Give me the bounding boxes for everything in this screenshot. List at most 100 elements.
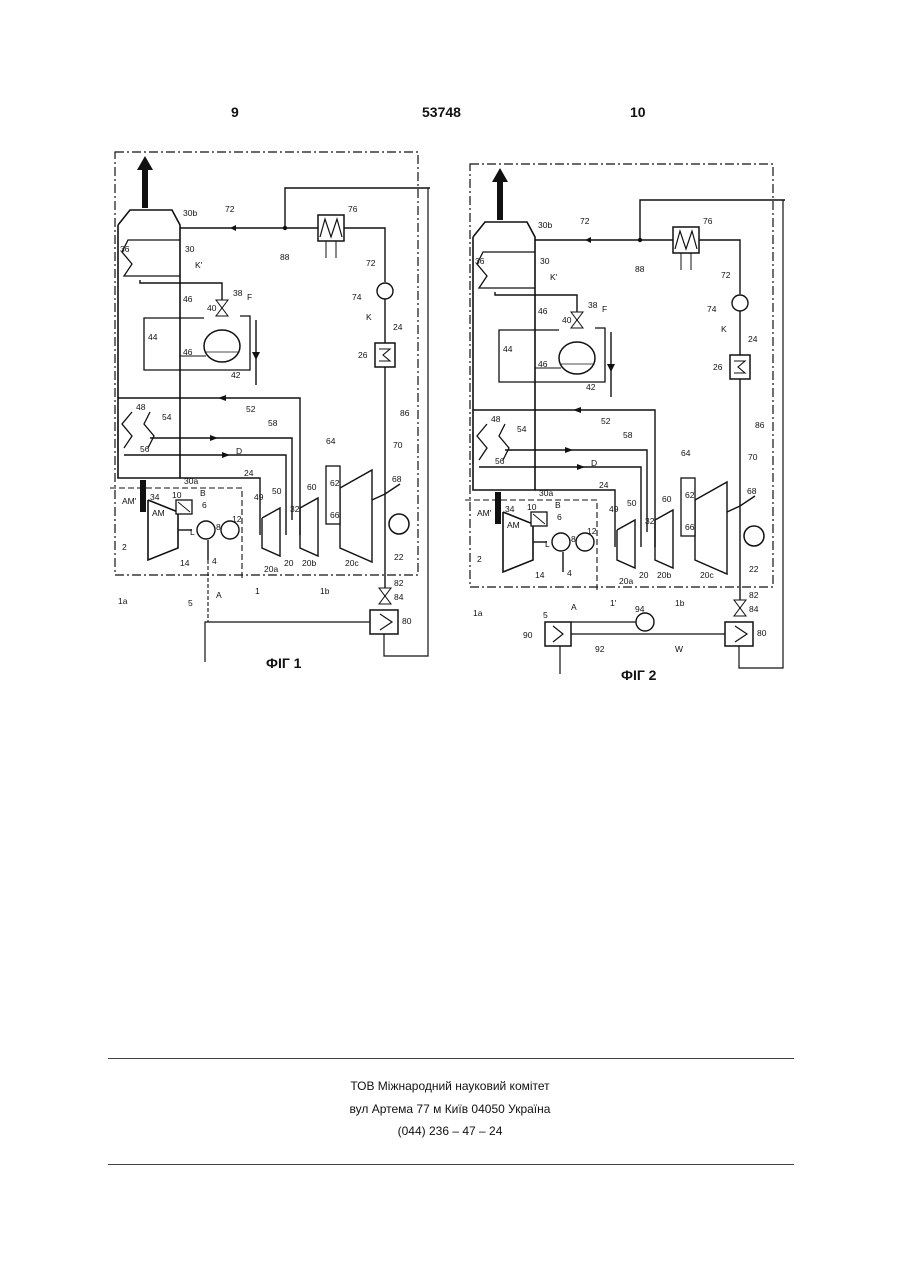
heater-coil-48 — [477, 424, 487, 460]
label-A: A — [216, 590, 222, 600]
label-64: 64 — [681, 448, 691, 458]
label-K: K — [366, 312, 372, 322]
label-K: K — [721, 324, 727, 334]
label-34: 34 — [150, 492, 160, 502]
label-4: 4 — [567, 568, 572, 578]
flow-arrow-icon — [565, 447, 573, 453]
valve-82-icon — [379, 588, 391, 596]
label-D: D — [591, 458, 597, 468]
label-10: 10 — [172, 490, 182, 500]
label-42: 42 — [231, 370, 241, 380]
exhaust-arrow-icon — [492, 168, 508, 182]
label-A: A — [571, 602, 577, 612]
label-12: 12 — [587, 526, 597, 536]
label-1a: 1a — [118, 596, 128, 606]
label-46b: 46 — [183, 347, 193, 357]
drum-42-icon — [204, 330, 240, 362]
footer-rule-bottom — [108, 1164, 794, 1165]
label-36: 36 — [475, 256, 485, 266]
label-20a: 20a — [619, 576, 633, 586]
label-24b: 24 — [599, 480, 609, 490]
label-52: 52 — [601, 416, 611, 426]
line-72-right — [344, 228, 385, 282]
label-20c: 20c — [700, 570, 714, 580]
turbine-20a — [617, 520, 635, 568]
label-24a: 24 — [748, 334, 758, 344]
branch-line-88 — [640, 200, 785, 240]
label-72a: 72 — [580, 216, 590, 226]
label-52: 52 — [246, 404, 256, 414]
label-46a: 46 — [183, 294, 193, 304]
label-36: 36 — [120, 244, 130, 254]
label-D: D — [236, 446, 242, 456]
label-76: 76 — [703, 216, 713, 226]
label-30a: 30a — [184, 476, 198, 486]
label-20b: 20b — [302, 558, 316, 568]
label-60: 60 — [662, 494, 672, 504]
label-62: 62 — [330, 478, 340, 488]
drum-42-icon — [559, 342, 595, 374]
pump-74-icon — [377, 283, 393, 299]
label-W: W — [675, 644, 683, 654]
label-54: 54 — [162, 412, 172, 422]
label-49: 49 — [609, 504, 619, 514]
label-72b: 72 — [366, 258, 376, 268]
figures-drawing: 30b7276363088K'7238F744046K2444264642485… — [0, 0, 900, 700]
label-30a: 30a — [539, 488, 553, 498]
label-1b: 1b — [320, 586, 330, 596]
label-80: 80 — [402, 616, 412, 626]
label-24a: 24 — [393, 322, 403, 332]
exchanger-outlet — [384, 634, 398, 656]
label-42: 42 — [586, 382, 596, 392]
label-AM: AM — [152, 508, 165, 518]
label-26: 26 — [713, 362, 723, 372]
label-88: 88 — [635, 264, 645, 274]
heat-exchanger-80 — [725, 622, 753, 646]
label-6: 6 — [557, 512, 562, 522]
label-1p: 1' — [610, 598, 617, 608]
duct-34 — [140, 480, 146, 512]
label-8: 8 — [571, 534, 576, 544]
valve-38-icon — [216, 308, 228, 316]
pump-94-icon — [636, 613, 654, 631]
line-68 — [727, 496, 755, 512]
label-94: 94 — [635, 604, 645, 614]
heat-exchanger-90 — [545, 622, 571, 646]
label-22: 22 — [394, 552, 404, 562]
label-4: 4 — [212, 556, 217, 566]
label-86: 86 — [400, 408, 410, 418]
duct-34 — [495, 492, 501, 524]
label-32: 32 — [290, 504, 300, 514]
heater-coil-48 — [122, 412, 132, 448]
label-K2: K' — [550, 272, 558, 282]
label-AMp: AM' — [477, 508, 492, 518]
label-F: F — [602, 304, 607, 314]
line-k-prime — [140, 280, 222, 300]
label-8: 8 — [216, 522, 221, 532]
flow-arrow-icon — [210, 435, 218, 441]
heat-exchanger-80 — [370, 610, 398, 634]
generator-22-icon — [389, 514, 409, 534]
label-72a: 72 — [225, 204, 235, 214]
label-1b: 1b — [675, 598, 685, 608]
figure-1-schematic: 30b7276363088K'7238F744046K2444264642485… — [110, 152, 430, 671]
label-40: 40 — [207, 303, 217, 313]
preheater-26 — [730, 355, 750, 379]
heater-coil-54 — [144, 412, 154, 448]
label-50: 50 — [627, 498, 637, 508]
label-14: 14 — [180, 558, 190, 568]
label-84: 84 — [749, 604, 759, 614]
label-68: 68 — [747, 486, 757, 496]
label-46a: 46 — [538, 306, 548, 316]
turbine-20c — [695, 482, 727, 574]
label-48: 48 — [136, 402, 146, 412]
heater-coil-54 — [499, 424, 509, 460]
footer-rule-top — [108, 1058, 794, 1059]
label-58: 58 — [623, 430, 633, 440]
label-1a: 1a — [473, 608, 483, 618]
label-20b: 20b — [657, 570, 671, 580]
label-34: 34 — [505, 504, 515, 514]
line-68 — [372, 484, 400, 500]
label-6: 6 — [202, 500, 207, 510]
label-66: 66 — [330, 510, 340, 520]
